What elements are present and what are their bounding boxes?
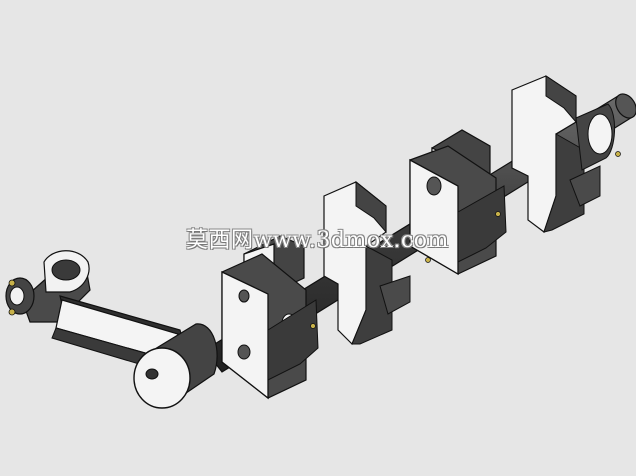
pin-icon: [615, 151, 621, 157]
watermark: 莫西网www.3dmox.com: [186, 228, 449, 253]
pin-icon: [8, 279, 16, 287]
pin-icon: [495, 211, 501, 217]
cam-plate-2: [511, 75, 621, 233]
hub-cylinder: [133, 323, 218, 409]
clevis-link: [5, 250, 91, 323]
bearing-block-1: [221, 235, 319, 400]
cam-plate-1: [323, 180, 411, 346]
pin-icon: [310, 323, 316, 329]
bearing-block-2: [409, 129, 507, 276]
pin-icon: [8, 308, 16, 316]
pin-icon: [425, 257, 431, 263]
